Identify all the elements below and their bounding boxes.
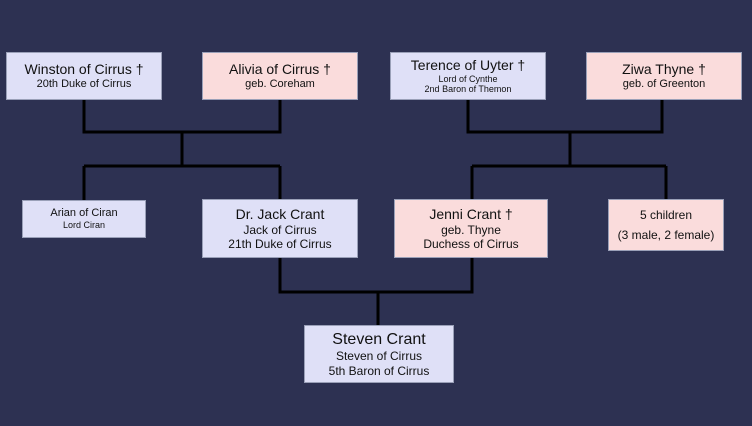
connector-couple1-children: [82, 132, 282, 200]
person-box-steven: Steven Crant Steven of Cirrus 5th Baron …: [304, 325, 454, 383]
connector-couple2-children: [470, 132, 668, 199]
person-name: Winston of Cirrus †: [24, 61, 144, 77]
connector-jack-jenni: [278, 258, 474, 294]
person-title: Duchess of Cirrus: [423, 236, 519, 251]
person-box-jack: Dr. Jack Crant Jack of Cirrus 21th Duke …: [202, 199, 358, 258]
person-box-jenni: Jenni Crant † geb. Thyne Duchess of Cirr…: [394, 199, 548, 258]
person-name: Dr. Jack Crant: [235, 205, 325, 222]
person-box-winston: Winston of Cirrus † 20th Duke of Cirrus: [6, 52, 162, 100]
person-box-five-children: 5 children (3 male, 2 female): [608, 199, 724, 251]
children-count: 5 children: [639, 207, 693, 222]
connector-terence-ziwa: [466, 100, 664, 134]
person-title: geb. Coreham: [245, 77, 315, 90]
person-title: 5th Baron of Cirrus: [328, 363, 430, 378]
person-name: Ziwa Thyne †: [622, 61, 706, 77]
children-breakdown: (3 male, 2 female): [617, 228, 715, 242]
person-title: geb. Thyne: [441, 222, 501, 237]
person-name: Arian of Ciran: [50, 207, 118, 219]
person-title: Lord Ciran: [62, 220, 106, 231]
person-name: Alivia of Cirrus †: [229, 61, 331, 77]
person-title: 20th Duke of Cirrus: [36, 77, 132, 90]
person-title: 21th Duke of Cirrus: [228, 236, 332, 251]
person-title: Lord of Cynthe: [438, 73, 498, 84]
person-box-ziwa: Ziwa Thyne † geb. of Greenton: [586, 52, 742, 100]
person-title: Steven of Cirrus: [335, 349, 423, 364]
person-title: 2nd Baron of Themon: [424, 84, 512, 95]
person-name: Steven Crant: [332, 331, 426, 349]
person-title: Jack of Cirrus: [243, 222, 317, 237]
person-box-arian: Arian of Ciran Lord Ciran: [22, 200, 146, 238]
person-title: geb. of Greenton: [622, 77, 706, 90]
connector-winston-alivia: [82, 100, 282, 134]
person-box-alivia: Alivia of Cirrus † geb. Coreham: [202, 52, 358, 100]
person-name: Terence of Uyter †: [410, 56, 526, 73]
person-box-terence: Terence of Uyter † Lord of Cynthe 2nd Ba…: [390, 52, 546, 100]
person-name: Jenni Crant †: [429, 205, 513, 222]
